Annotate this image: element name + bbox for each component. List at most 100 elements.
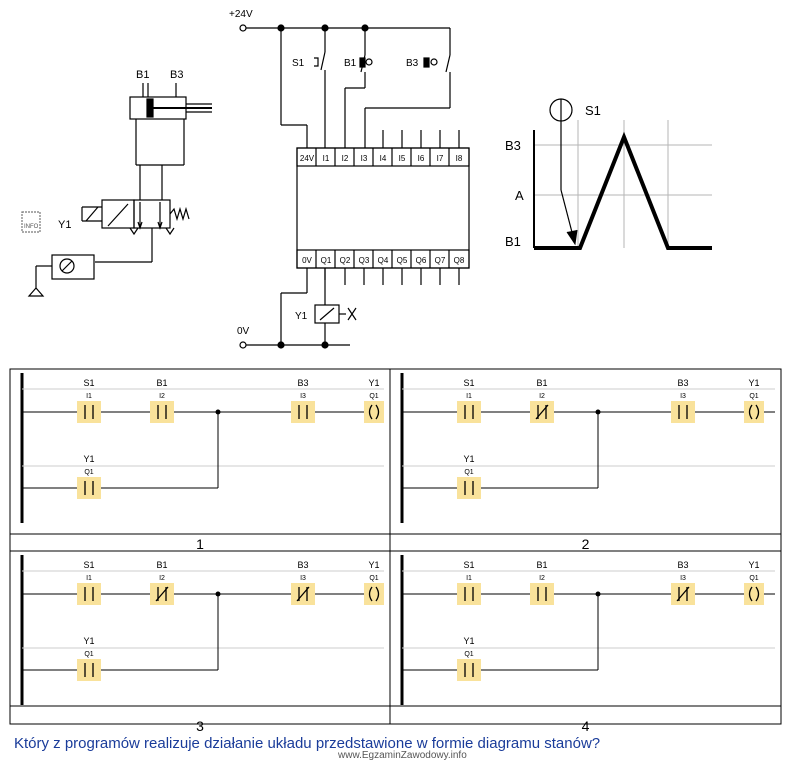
ladder-3-i1-label: I1	[86, 575, 92, 582]
plc-output-6: Q6	[416, 256, 427, 265]
ladder-3-y1-label: Y1	[368, 560, 379, 570]
ladder-1-i3-label: I3	[300, 393, 306, 400]
ladder-3-q1-label: Q1	[369, 575, 378, 582]
plc-input-labels: 24V I1 I2 I3 I4 I5 I6 I7 I8	[300, 154, 463, 163]
ladder-1-b3-label: B3	[297, 378, 308, 388]
y1-label-electrical: Y1	[295, 311, 308, 322]
ladder-3-number: 3	[196, 718, 204, 734]
ladder-panels-frame	[9, 368, 782, 725]
plc-output-2: Q2	[340, 256, 351, 265]
ladder-2-q1-branch-label: Q1	[464, 469, 473, 476]
pneumatic-schematic: B1 B3	[21, 69, 212, 297]
plc-input-8: I8	[456, 154, 463, 163]
cylinder	[129, 96, 212, 120]
s1-label-electrical: S1	[292, 58, 305, 69]
ladder-2-y1-label: Y1	[748, 378, 759, 388]
ladder-4-number: 4	[582, 718, 590, 734]
plc-output-0: 0V	[302, 256, 312, 265]
ladder-2-q1-label: Q1	[749, 393, 758, 400]
ladder-4-y1-label: Y1	[748, 560, 759, 570]
ladder-2-i1-label: I1	[466, 393, 472, 400]
ladder-1-b1-label: B1	[156, 378, 167, 388]
plc-input-5: I5	[399, 154, 406, 163]
ladder-4-b1-label: B1	[536, 560, 547, 570]
switch-s1: S1	[292, 28, 326, 148]
ladder-1-q1-label: Q1	[369, 393, 378, 400]
valve-5-2	[81, 199, 190, 236]
ladder-4-i3-label: I3	[680, 575, 686, 582]
ladder-3-i3-label: I3	[300, 575, 306, 582]
solenoid-y1: Y1	[295, 304, 357, 324]
ladder-4-q1-label: Q1	[749, 575, 758, 582]
plc-output-3: Q3	[359, 256, 370, 265]
ladder-4-i1-label: I1	[466, 575, 472, 582]
watermark: www.EgzaminZawodowy.info	[338, 750, 467, 761]
plc-output-8: Q8	[454, 256, 465, 265]
ladder-3-b1-label: B1	[156, 560, 167, 570]
plc-input-2: I2	[342, 154, 349, 163]
info-icon: INFO	[21, 211, 41, 233]
plc-output-4: Q4	[378, 256, 389, 265]
air-source	[27, 254, 95, 297]
ladder-2-number: 2	[582, 536, 590, 552]
plc-input-3: I3	[361, 154, 368, 163]
ladder-3-y1-branch-label: Y1	[83, 636, 94, 646]
b3-label-electrical: B3	[406, 58, 419, 69]
ladder-2-i3-label: I3	[680, 393, 686, 400]
ladder-2-s1-label: S1	[463, 378, 474, 388]
ladder-2-b1-label: B1	[536, 378, 547, 388]
ladder-4-s1-label: S1	[463, 560, 474, 570]
ladder-1-y1-label: Y1	[368, 378, 379, 388]
state-diagram: B3 A B1 S1	[505, 98, 712, 250]
electrical-schematic: +24V S1 B1	[229, 9, 470, 349]
ladder-4-q1-branch-label: Q1	[464, 651, 473, 658]
s1-signal-symbol: S1	[549, 98, 601, 246]
label-y1-pneumatic: Y1	[58, 219, 71, 231]
plc-input-7: I7	[437, 154, 444, 163]
label-b3-pneumatic: B3	[170, 69, 183, 81]
ladder-1-i1-label: I1	[86, 393, 92, 400]
level-label-a: A	[515, 188, 524, 203]
plc-input-6: I6	[418, 154, 425, 163]
question-text: Który z programów realizuje działanie uk…	[14, 735, 601, 752]
ladder-3-b3-label: B3	[297, 560, 308, 570]
level-label-b3: B3	[505, 138, 521, 153]
supply-zero-label: 0V	[237, 326, 250, 337]
b1-label-electrical: B1	[344, 58, 357, 69]
sensor-b3: B3	[364, 28, 451, 148]
ladder-3-q1-branch-label: Q1	[84, 651, 93, 658]
ladder-2-i2-label: I2	[539, 393, 545, 400]
plc-block: 24V I1 I2 I3 I4 I5 I6 I7 I8 0V Q1 Q2 Q3 Q4 Q5 Q6 Q7 Q8	[296, 130, 470, 285]
state-curve	[534, 131, 712, 250]
info-icon-label: INFO	[24, 224, 39, 230]
ladder-1-s1-label: S1	[83, 378, 94, 388]
ladder-4-i2-label: I2	[539, 575, 545, 582]
ladder-1-i2-label: I2	[159, 393, 165, 400]
plc-input-4: I4	[380, 154, 387, 163]
plc-input-1: I1	[323, 154, 330, 163]
ladder-3-i2-label: I2	[159, 575, 165, 582]
ladder-1-number: 1	[196, 536, 204, 552]
level-label-b1: B1	[505, 234, 521, 249]
ladder-1-q1-branch-label: Q1	[84, 469, 93, 476]
sensor-b1: B1	[344, 28, 373, 148]
ladder-2-y1-branch-label: Y1	[463, 454, 474, 464]
ladder-1-y1-branch-label: Y1	[83, 454, 94, 464]
plc-input-0: 24V	[300, 154, 315, 163]
ladder-3-s1-label: S1	[83, 560, 94, 570]
ladder-4-y1-branch-label: Y1	[463, 636, 474, 646]
label-b1-pneumatic: B1	[136, 69, 149, 81]
plc-output-5: Q5	[397, 256, 408, 265]
s1-label-state: S1	[585, 103, 601, 118]
plc-output-labels: 0V Q1 Q2 Q3 Q4 Q5 Q6 Q7 Q8	[302, 256, 465, 265]
plc-output-7: Q7	[435, 256, 446, 265]
ladder-4-b3-label: B3	[677, 560, 688, 570]
plc-output-1: Q1	[321, 256, 332, 265]
ladder-2-b3-label: B3	[677, 378, 688, 388]
supply-plus-label: +24V	[229, 9, 253, 20]
